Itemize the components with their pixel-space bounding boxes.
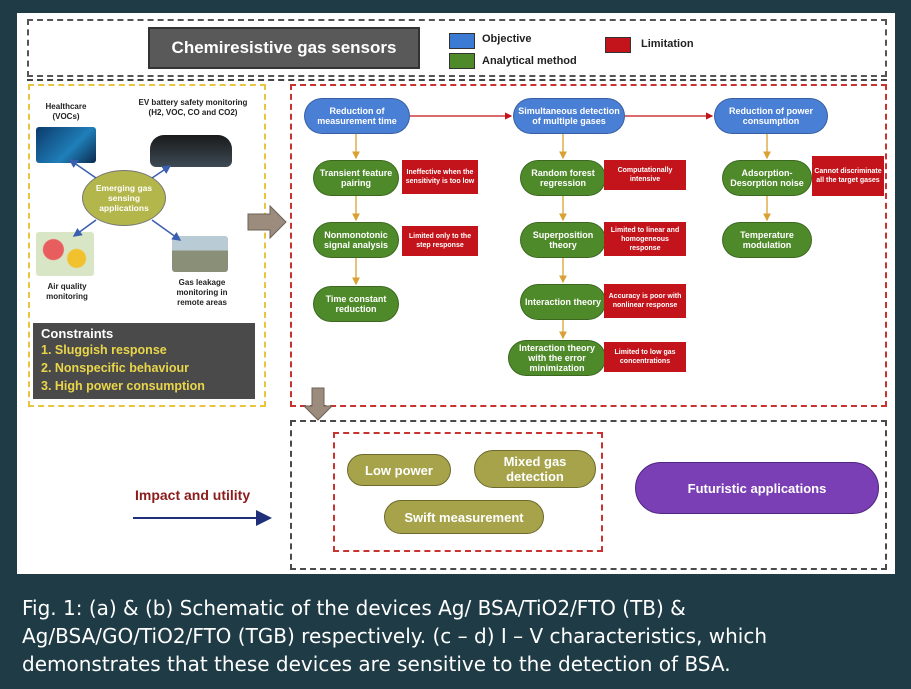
- limitation-box: Cannot discriminate all the target gases: [812, 156, 884, 196]
- healthcare-label: Healthcare (VOCs): [45, 102, 87, 121]
- caption-line: Fig. 1: (a) & (b) Schematic of the devic…: [22, 596, 686, 620]
- method-node: Random forest regression: [520, 160, 606, 196]
- ev-battery-icon: [150, 135, 232, 167]
- objective-node: Reduction of measurement time: [304, 98, 410, 134]
- gas-leak-icon: [172, 236, 228, 272]
- gas-leak-label: Gas leakage monitoring in remote areas: [176, 278, 228, 307]
- header-region: [27, 19, 887, 77]
- limitation-box: Limited to linear and homogeneous respon…: [604, 222, 686, 256]
- legend-swatch-analytical: [449, 53, 475, 69]
- outcome-node: Mixed gas detection: [474, 450, 596, 488]
- method-node: Adsorption-Desorption noise: [722, 160, 812, 196]
- method-node: Temperature modulation: [722, 222, 812, 258]
- constraints-box: Constraints 1. Sluggish response 2. Nons…: [33, 323, 255, 399]
- limitation-box: Limited to low gas concentrations: [604, 342, 686, 372]
- outcome-node: Swift measurement: [384, 500, 544, 534]
- air-quality-icon: [36, 232, 94, 276]
- method-node: Transient feature pairing: [313, 160, 399, 196]
- ev-battery-label: EV battery safety monitoring (H2, VOC, C…: [138, 98, 248, 117]
- objective-node: Reduction of power consumption: [714, 98, 828, 134]
- method-node: Interaction theory with the error minimi…: [508, 340, 606, 376]
- air-quality-label: Air quality monitoring: [46, 282, 88, 301]
- constraint-item: 2. Nonspecific behaviour: [41, 361, 189, 375]
- method-arrows: [352, 134, 771, 340]
- outcome-node: Low power: [347, 454, 451, 486]
- objective-node: Simultaneous detection of multiple gases: [513, 98, 625, 134]
- flow-region: [290, 84, 887, 407]
- applications-region: [28, 84, 266, 407]
- legend-swatch-limitation: [605, 37, 631, 53]
- legend-swatch-objective: [449, 33, 475, 49]
- legend-label-objective: Objective: [482, 33, 532, 45]
- constraints-title: Constraints: [41, 326, 114, 341]
- block-arrows: [247, 204, 334, 421]
- divider-line: [27, 79, 887, 81]
- healthcare-icon: [36, 127, 96, 163]
- limitation-box: Computationally intensive: [604, 160, 686, 190]
- hub-connectors: [68, 159, 182, 241]
- impact-label: Impact and utility: [135, 487, 251, 503]
- caption-line: Ag/BSA/GO/TiO2/FTO (TGB) respectively. (…: [22, 624, 768, 648]
- method-node: Interaction theory: [520, 284, 606, 320]
- impact-region: [290, 420, 887, 570]
- caption-line: demonstrates that these devices are sens…: [22, 652, 731, 676]
- limitation-box: Ineffective when the sensitivity is too …: [402, 160, 478, 194]
- constraint-item: 1. Sluggish response: [41, 343, 167, 357]
- futuristic-node: Futuristic applications: [635, 462, 879, 514]
- limitation-box: Accuracy is poor with nonlinear response: [604, 284, 686, 318]
- method-node: Nonmonotonic signal analysis: [313, 222, 399, 258]
- legend-label-limitation: Limitation: [641, 38, 694, 50]
- method-node: Time constant reduction: [313, 286, 399, 322]
- figure-caption: Fig. 1: (a) & (b) Schematic of the devic…: [22, 594, 892, 678]
- legend-label-analytical: Analytical method: [482, 55, 577, 67]
- limitation-box: Limited only to the step response: [402, 226, 478, 256]
- constraint-item: 3. High power consumption: [41, 379, 205, 393]
- diagram-title: Chemiresistive gas sensors: [148, 27, 420, 69]
- hub-node: Emerging gas sensing applications: [82, 170, 166, 226]
- outcomes-region: [333, 432, 603, 552]
- method-node: Superposition theory: [520, 222, 606, 258]
